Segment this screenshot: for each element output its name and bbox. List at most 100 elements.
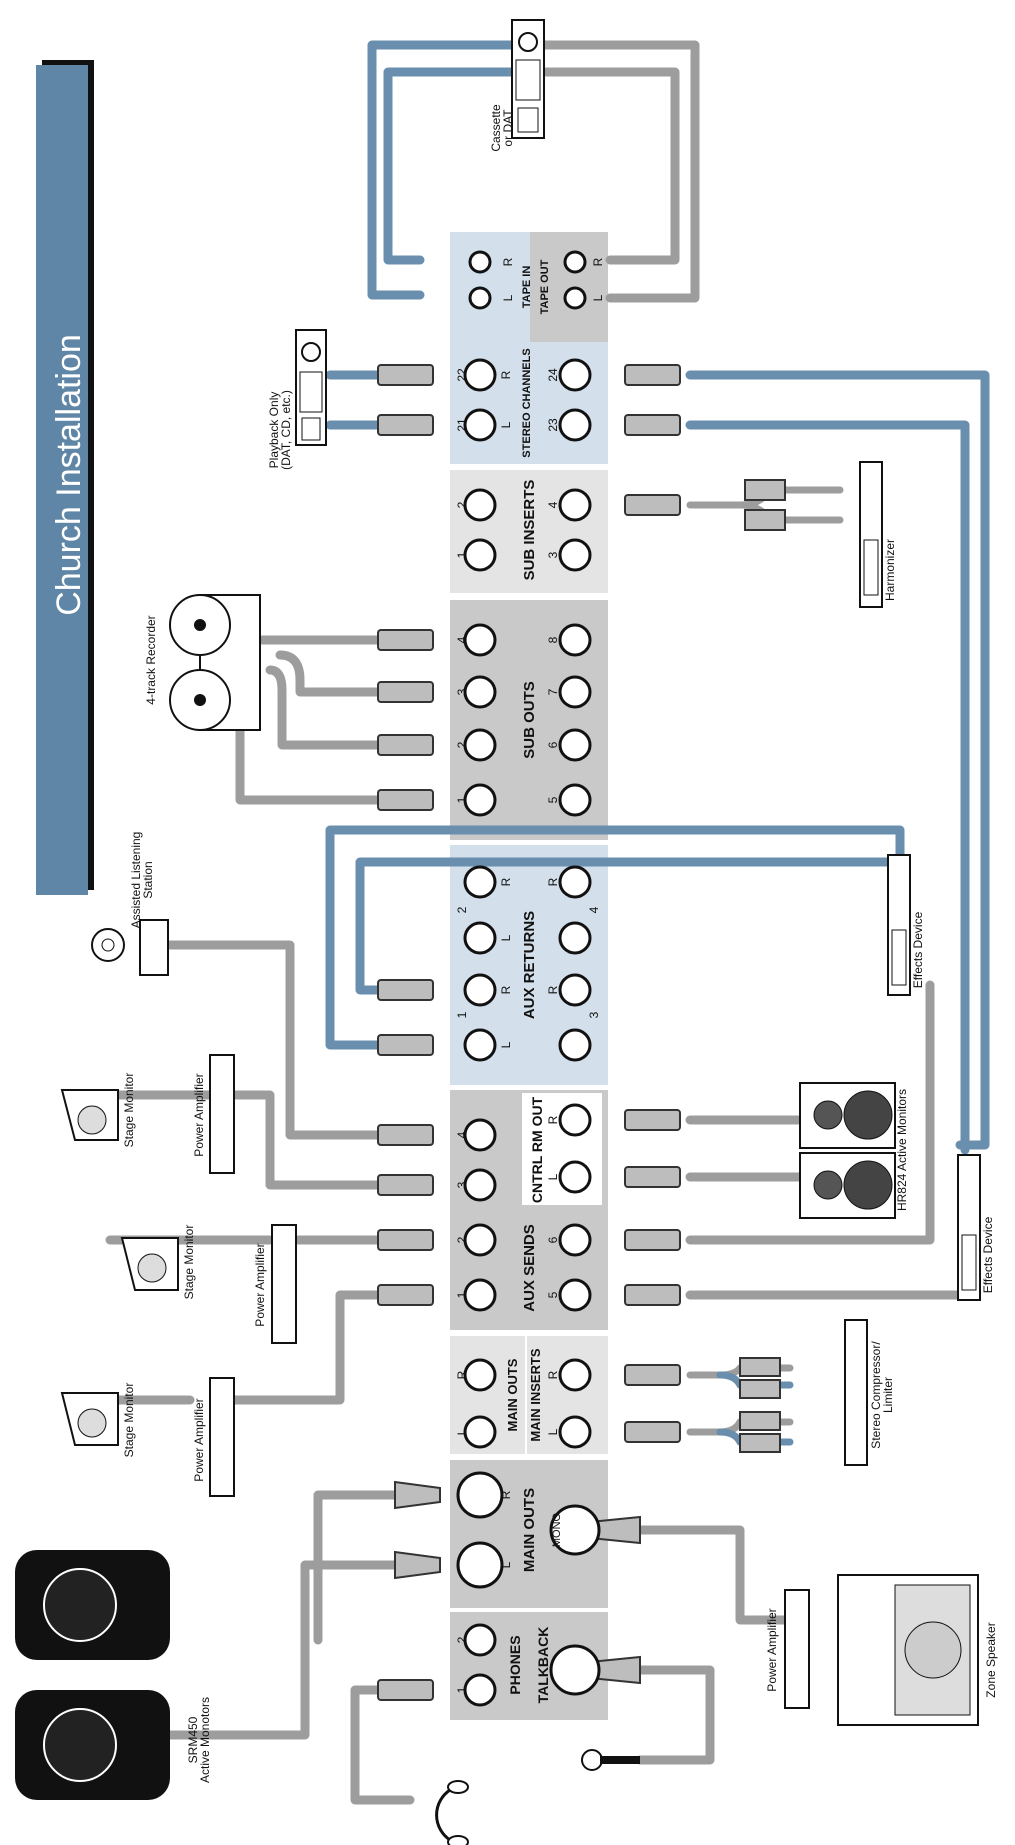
- svg-text:R: R: [499, 370, 513, 379]
- svg-text:6: 6: [546, 1236, 560, 1243]
- svg-text:R: R: [546, 1115, 560, 1124]
- stage-monitor-1-icon: [60, 1089, 119, 1141]
- assisted-listening-icon: [91, 919, 169, 976]
- compressor-label-2: Limiter: [881, 1377, 895, 1413]
- svg-text:R: R: [499, 877, 513, 886]
- svg-text:1: 1: [455, 1291, 469, 1298]
- svg-text:2: 2: [455, 906, 469, 913]
- harmonizer-label: Harmonizer: [883, 539, 897, 601]
- svg-text:6: 6: [546, 741, 560, 748]
- sub-inserts-label: SUB INSERTS: [521, 480, 538, 581]
- svg-text:3: 3: [455, 688, 469, 695]
- svg-text:1: 1: [455, 1686, 469, 1693]
- svg-text:R: R: [546, 1370, 560, 1379]
- svg-text:23: 23: [546, 418, 560, 432]
- svg-text:L: L: [499, 1041, 513, 1048]
- svg-text:2: 2: [455, 1636, 469, 1643]
- tape-out-label: TAPE OUT: [539, 259, 551, 314]
- effects-device-2-icon: [957, 1154, 981, 1301]
- svg-text:21: 21: [455, 418, 469, 432]
- svg-text:7: 7: [546, 688, 560, 695]
- playback-label-1: Playback Only: [267, 392, 281, 469]
- svg-text:4: 4: [455, 636, 469, 643]
- stage-monitor-1-label: Stage Monitor: [122, 1073, 136, 1148]
- mono-label: MONO: [551, 1512, 563, 1547]
- svg-text:R: R: [499, 1490, 513, 1499]
- svg-text:22: 22: [455, 368, 469, 382]
- svg-text:1: 1: [455, 551, 469, 558]
- stage-monitor-3-label: Stage Monitor: [122, 1383, 136, 1458]
- tape-in-label: TAPE IN: [521, 266, 533, 309]
- power-amp-2-label: Power Amplifier: [253, 1243, 267, 1326]
- svg-text:8: 8: [546, 636, 560, 643]
- power-amp-3-icon: [209, 1377, 235, 1497]
- cassette-label-1: Cassette: [489, 104, 503, 152]
- effects-device-2-label: Effects Device: [981, 1216, 995, 1293]
- svg-text:1: 1: [455, 1011, 469, 1018]
- sub-outs-label: SUB OUTS: [521, 681, 538, 759]
- playback-label-2: (DAT, CD, etc.): [279, 390, 293, 470]
- power-amp-4-label: Power Amplifier: [765, 1608, 779, 1691]
- svg-text:L: L: [499, 934, 513, 941]
- svg-text:5: 5: [546, 796, 560, 803]
- cable-plugs: [377, 364, 786, 1701]
- svg-text:2: 2: [455, 741, 469, 748]
- assisted-listening-label-2: Station: [141, 861, 155, 898]
- svg-text:L: L: [546, 1173, 560, 1180]
- svg-text:R: R: [455, 1370, 469, 1379]
- hr824-monitors-icon: [799, 1082, 896, 1219]
- svg-text:R: R: [591, 257, 605, 266]
- jacks: [456, 250, 601, 1707]
- effects-device-1-label: Effects Device: [911, 911, 925, 988]
- svg-text:R: R: [501, 257, 515, 266]
- panel-labels: TAPE IN TAPE OUT STEREO CHANNELS SUB INS…: [505, 259, 563, 1703]
- srm450-label-2: Active Monotors: [198, 1697, 212, 1783]
- svg-text:4: 4: [546, 501, 560, 508]
- four-track-recorder-icon: [169, 594, 261, 731]
- jack-numbers: R L R L 22 21 R L 24 23 2 1 4 3 4 3 2 1 …: [455, 257, 605, 1693]
- svg-text:24: 24: [546, 368, 560, 382]
- stage-monitor-2-label: Stage Monitor: [182, 1225, 196, 1300]
- svg-text:2: 2: [455, 501, 469, 508]
- harmonizer-icon: [859, 461, 883, 608]
- svg-text:R: R: [546, 985, 560, 994]
- aux-sends-label: AUX SENDS: [521, 1224, 538, 1312]
- main-outs-xlr-label: MAIN OUTS: [521, 1488, 538, 1572]
- microphone-icon: [581, 1749, 640, 1771]
- svg-text:3: 3: [455, 1181, 469, 1188]
- cassette-deck-icon: [511, 19, 545, 139]
- svg-text:2: 2: [455, 1236, 469, 1243]
- compressor-label-1: Stereo Compressor/: [869, 1341, 883, 1449]
- svg-text:L: L: [591, 294, 605, 301]
- cntrl-rm-out-label: CNTRL RM OUT: [529, 1096, 545, 1203]
- power-amp-2-icon: [271, 1224, 297, 1344]
- headphones-icon: [435, 1780, 469, 1845]
- compressor-icon: [844, 1319, 868, 1466]
- svg-text:3: 3: [546, 551, 560, 558]
- srm450-label-1: SRM450: [186, 1716, 200, 1763]
- svg-text:R: R: [546, 877, 560, 886]
- power-amp-4-icon: [784, 1589, 810, 1709]
- assisted-listening-label-1: Assisted Listening: [129, 832, 143, 929]
- tape-in-panel: [450, 232, 530, 342]
- power-amp-1-icon: [209, 1054, 235, 1174]
- phones-label: PHONES: [507, 1635, 523, 1694]
- svg-text:1: 1: [455, 796, 469, 803]
- stage-monitor-2-icon: [120, 1237, 179, 1291]
- svg-text:L: L: [499, 421, 513, 428]
- cassette-label-2: or DAT: [501, 109, 515, 147]
- svg-text:R: R: [499, 985, 513, 994]
- page-title: Church Installation: [50, 334, 88, 616]
- talkback-label: TALKBACK: [535, 1627, 551, 1704]
- recorder-label: 4-track Recorder: [144, 615, 158, 704]
- svg-text:5: 5: [546, 1291, 560, 1298]
- svg-text:L: L: [501, 294, 515, 301]
- srm450-speaker-icon: [15, 1550, 170, 1800]
- tape-out-panel: [530, 232, 608, 342]
- power-amp-1-label: Power Amplifier: [192, 1073, 206, 1156]
- power-amp-3-label: Power Amplifier: [192, 1398, 206, 1481]
- svg-text:4: 4: [587, 906, 601, 913]
- effects-device-1-icon: [887, 854, 911, 996]
- svg-text:4: 4: [455, 1131, 469, 1138]
